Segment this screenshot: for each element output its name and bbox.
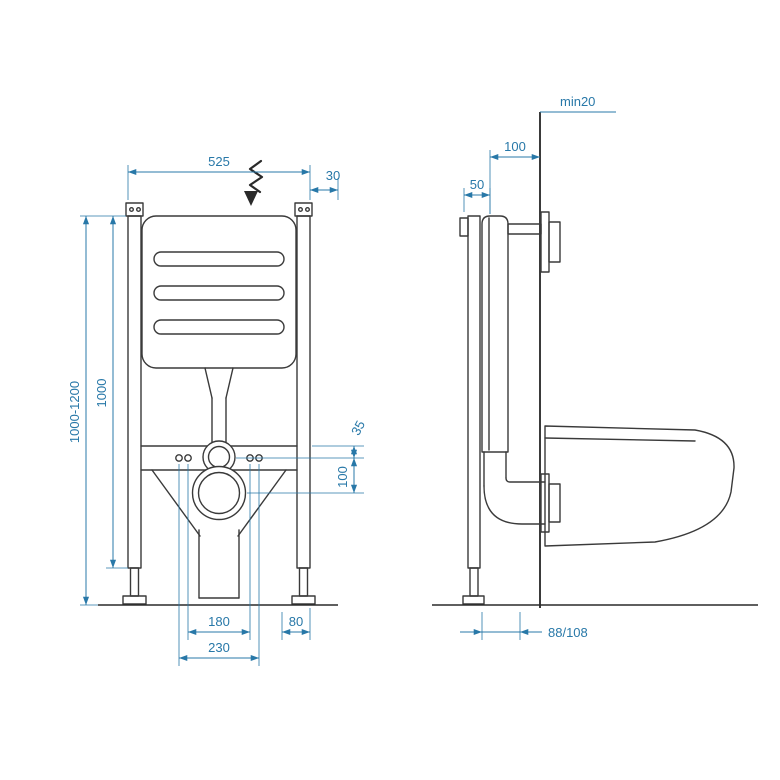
flush-funnel: [225, 367, 234, 399]
drain-outlet-inner: [197, 471, 241, 515]
bolt-hole-outer-left: [175, 454, 183, 462]
tab-hole: [305, 206, 311, 212]
dim-label-mount-depth: 100: [504, 139, 526, 154]
tab-hole: [128, 206, 134, 212]
frame-rail-left: [127, 215, 142, 569]
front-frame-geometry: [98, 159, 338, 606]
tab-hole: [135, 206, 141, 212]
bolt-hole-inner-left: [184, 454, 192, 462]
drain-outlet: [191, 465, 247, 521]
dim-label-outlet-spacing: 100: [335, 466, 350, 488]
leg-left: [129, 567, 140, 597]
tab-hole: [298, 206, 304, 212]
flush-funnel: [204, 367, 213, 399]
cistern-slot: [153, 251, 285, 267]
dim-label-bolt-outer: 230: [208, 640, 230, 655]
front-view: 525 30 1000-1200 1000 35 100: [67, 154, 368, 666]
frame-rail-right: [296, 215, 311, 569]
side-dimensions: min20 100 50 88/108: [460, 94, 616, 640]
bowl-rim-line: [544, 437, 696, 442]
foot-right: [291, 595, 316, 605]
water-supply-arrowhead-icon: [244, 191, 258, 206]
dim-label-frame-height: 1000: [94, 379, 109, 408]
foot-left: [122, 595, 147, 605]
bracket-arm: [507, 223, 542, 235]
dim-label-min-clearance: min20: [560, 94, 595, 109]
cistern-slot: [153, 319, 285, 335]
brace-left: [151, 469, 201, 537]
dim-label-top-offset: 30: [326, 168, 340, 183]
cistern-side: [481, 215, 509, 453]
leg-side: [469, 567, 479, 597]
dim-label-bracket-depth: 50: [470, 177, 484, 192]
top-tab-right: [294, 202, 313, 217]
foot-side: [462, 595, 485, 605]
bracket-front: [459, 217, 469, 237]
front-dimensions: 525 30 1000-1200 1000 35 100: [67, 154, 368, 666]
water-supply-arrow-icon: [248, 159, 264, 194]
side-geometry: [432, 112, 758, 608]
dim-label-height-range: 1000-1200: [67, 381, 82, 443]
dim-label-width: 525: [208, 154, 230, 169]
outlet-elbow-outer: [483, 485, 546, 525]
toilet-bowl-profile: [544, 425, 735, 547]
wall-flange-bottom-inner: [548, 483, 561, 523]
cistern-slot: [153, 285, 285, 301]
outlet-elbow-inner: [505, 477, 546, 483]
cistern-tank: [141, 215, 297, 369]
dim-label-flush-offset: 35: [348, 418, 368, 438]
leg-right: [298, 567, 309, 597]
side-view: min20 100 50 88/108: [432, 94, 758, 640]
dim-label-bolt-inner: 180: [208, 614, 230, 629]
wall-plate-top-inner: [548, 221, 561, 263]
dim-label-side-offset: 80: [289, 614, 303, 629]
wall-plate-top: [540, 211, 550, 273]
frame-rail-side: [467, 215, 481, 569]
brace-right: [237, 469, 287, 537]
dim-label-outlet-diameter: 88/108: [548, 625, 588, 640]
top-tab-left: [125, 202, 144, 217]
